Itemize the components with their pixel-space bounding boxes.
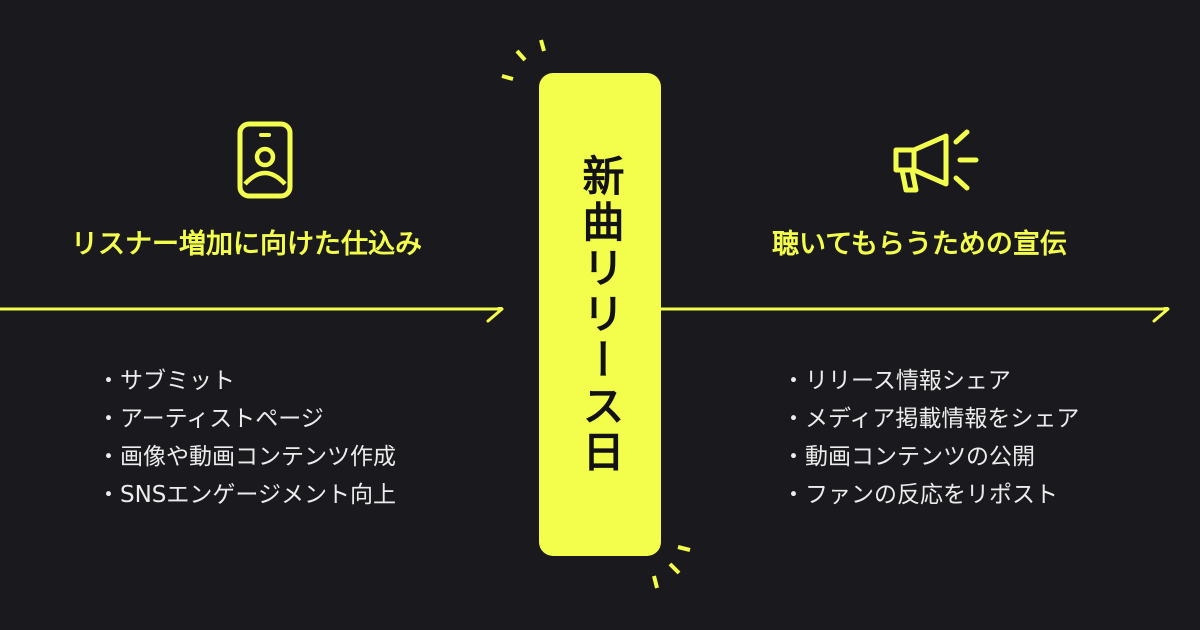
right-heading: 聴いてもらうための宣伝 (772, 229, 1067, 260)
sparkle-icon (501, 39, 546, 81)
right-task-list: リリース情報シェア メディア掲載情報をシェア 動画コンテンツの公開 ファンの反応… (782, 362, 1079, 514)
list-item: アーティストページ (97, 400, 396, 438)
list-item: リリース情報シェア (782, 362, 1079, 400)
smartphone-profile-icon (235, 120, 295, 200)
megaphone-icon (890, 128, 982, 200)
list-item: メディア掲載情報をシェア (782, 400, 1079, 438)
timeline-axis (0, 307, 1200, 327)
list-item: ファンの反応をリポスト (782, 476, 1079, 514)
list-item: サブミット (97, 362, 396, 400)
list-item: SNSエンゲージメント向上 (97, 476, 396, 514)
list-item: 動画コンテンツの公開 (782, 438, 1079, 476)
release-day-pill: 新曲リリース日 (539, 73, 661, 556)
sparkle-icon (652, 545, 691, 589)
list-item: 画像や動画コンテンツ作成 (97, 438, 396, 476)
arrow-right-icon (1152, 307, 1170, 323)
arrow-right-icon (486, 307, 504, 323)
left-heading: リスナー増加に向けた仕込み (71, 229, 422, 260)
release-day-title: 新曲リリース日 (576, 153, 625, 476)
left-task-list: サブミット アーティストページ 画像や動画コンテンツ作成 SNSエンゲージメント… (97, 362, 396, 514)
